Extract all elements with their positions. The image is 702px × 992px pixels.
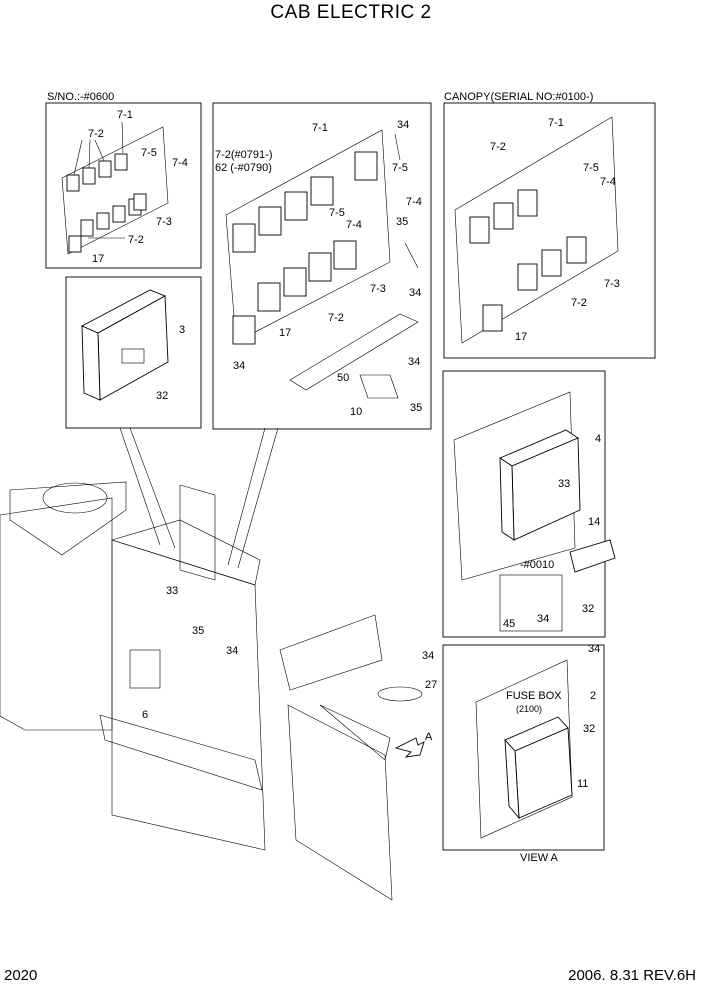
callout-label: 7-1	[548, 117, 564, 129]
callout-label: 34	[233, 360, 245, 372]
callout-label: 6	[142, 709, 148, 721]
view-a-label: VIEW A	[520, 852, 559, 864]
callout-label: 32	[582, 603, 594, 615]
callout-label: 7-4	[346, 219, 362, 231]
date-revision: 2006. 8.31 REV.6H	[568, 967, 696, 984]
callout-label: 7-4	[406, 196, 422, 208]
callout-label: 45	[503, 618, 515, 630]
panel-module: 4 33 14 32 -#0010 45 34	[442, 370, 616, 638]
callout-label: 62 (-#0790)	[215, 162, 272, 174]
cab-assembly: A 33 35 34 6 34 27	[0, 427, 437, 901]
canopy-note: CANOPY(SERIAL NO:#0100-)	[444, 91, 593, 103]
callout-label: 7-3	[370, 283, 386, 295]
callout-label: 14	[588, 516, 600, 528]
callout-label: 17	[92, 253, 104, 265]
callout-label: 10	[350, 406, 362, 418]
callout-label: 34	[408, 356, 420, 368]
sn-note: S/NO.:-#0600	[47, 91, 114, 103]
callout-label: 32	[156, 390, 168, 402]
callout-label: 7-4	[600, 176, 616, 188]
callout-label: 3	[179, 324, 185, 336]
callout-label: 7-5	[583, 162, 599, 174]
callout-label: 4	[595, 433, 601, 445]
panel-sn-0600: S/NO.:-#0600 7-1 7-2 7-5 7-4 7-3 7-2 17	[45, 91, 202, 269]
callout-label: 7-5	[329, 207, 345, 219]
callout-label: 34	[422, 650, 434, 662]
page-title: CAB ELECTRIC 2	[270, 2, 432, 23]
callout-label: 33	[166, 585, 178, 597]
callout-label: 35	[396, 216, 408, 228]
callout-label: -#0010	[520, 559, 554, 571]
fuse-box-label: FUSE BOX	[506, 690, 562, 702]
callout-label: 17	[279, 327, 291, 339]
panel-controller: 3 32	[65, 276, 202, 429]
callout-label: 2	[590, 690, 596, 702]
callout-label: 33	[558, 478, 570, 490]
callout-label: 7-3	[604, 278, 620, 290]
relay-group	[66, 153, 147, 253]
callout-label: 7-2	[571, 297, 587, 309]
callout-label: 34	[588, 643, 600, 655]
callout-label: 11	[577, 778, 588, 790]
page-number: 2020	[4, 967, 38, 984]
callout-label: 7-4	[172, 157, 188, 169]
callout-label: 50	[337, 372, 349, 384]
callout-label: 7-2	[490, 141, 506, 153]
arrow-a-label: A	[425, 731, 433, 743]
callout-label: (2100)	[516, 704, 542, 714]
callout-label: 32	[583, 723, 595, 735]
panel-center-relays: 7-1 7-2(#0791-) 62 (-#0790) 34 7-5 7-4 7…	[212, 102, 432, 430]
callout-label: 7-5	[141, 147, 157, 159]
callout-label: 7-1	[312, 122, 328, 134]
callout-label: 7-2(#0791-)	[215, 149, 272, 161]
callout-label: 17	[515, 331, 527, 343]
callout-label: 7-2	[88, 128, 104, 140]
callout-label: 34	[537, 613, 549, 625]
panel-canopy: CANOPY(SERIAL NO:#0100-) 7-1 7-2 7-5 7-4…	[443, 91, 656, 359]
callout-label: 7-2	[328, 312, 344, 324]
callout-label: 34	[409, 287, 421, 299]
callout-label: 7-1	[117, 109, 133, 121]
callout-label: 34	[397, 119, 409, 131]
callout-label: 35	[410, 402, 422, 414]
callout-label: 27	[425, 679, 437, 691]
callout-label: 7-3	[156, 216, 172, 228]
callout-label: 34	[226, 645, 238, 657]
panel-view-a: FUSE BOX (2100) 34 2 32 11 VIEW A	[442, 643, 605, 864]
callout-label: 7-5	[392, 162, 408, 174]
callout-label: 35	[192, 625, 204, 637]
callout-label: 7-2	[128, 234, 144, 246]
